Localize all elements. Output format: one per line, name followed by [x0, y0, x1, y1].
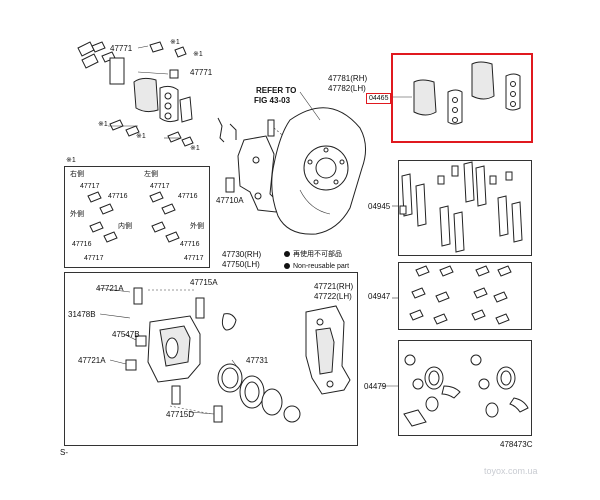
- label-piston: 47731: [246, 356, 269, 365]
- inset-outer: 外側: [70, 211, 84, 218]
- legend-en: Non-reusable part: [284, 262, 349, 272]
- seal-kit-drawing: [403, 354, 529, 427]
- label-boot: 47715D: [166, 410, 195, 419]
- label-refer-line1: REFER TO: [256, 86, 297, 95]
- pad-kit-highlight[interactable]: [391, 53, 533, 143]
- non-reusable-dot-icon: [284, 251, 290, 258]
- label-caliper-lh: 47750(LH): [222, 260, 260, 269]
- inset-note: ※1: [66, 157, 76, 164]
- dust-shield: [271, 107, 366, 235]
- clip-kit-drawing: [409, 265, 512, 325]
- label-caliper-rh: 47730(RH): [222, 250, 262, 259]
- label-shim-kit: 04945: [368, 202, 391, 211]
- label-bracket-rh: 47721(RH): [314, 282, 354, 291]
- inset-inner: 内側: [118, 223, 132, 230]
- legend-jp: 再使用不可部品: [284, 250, 342, 260]
- label-mark-1a: ※1: [170, 39, 180, 46]
- label-seal-kit: 04479: [364, 382, 387, 391]
- inset-part-1: 47717: [80, 183, 100, 190]
- label-mark-1d: ※1: [136, 133, 146, 140]
- label-mark-1c: ※1: [98, 121, 108, 128]
- label-clip-b: 47771: [190, 68, 213, 77]
- label-bolt: 31478B: [68, 310, 96, 319]
- inset-part-7: 47716: [180, 241, 200, 248]
- label-bushing: 47715A: [190, 278, 218, 287]
- caliper-bracket-drawing: [305, 305, 351, 395]
- non-reusable-dot-icon: [284, 263, 290, 270]
- clip-kit-box: [398, 262, 532, 330]
- seal-kit-box: [398, 340, 532, 436]
- label-shield-lh: 47782(LH): [328, 84, 366, 93]
- pad-kit-drawing: [413, 61, 521, 125]
- inset-part-3: 47717: [150, 183, 170, 190]
- shim-kit-box: [398, 160, 532, 256]
- brake-pads-left: [133, 77, 193, 123]
- inset-clips-drawing: [87, 191, 180, 243]
- label-bleeder-bottom: 47721A: [78, 356, 106, 365]
- figure-number: 478473C: [500, 440, 533, 449]
- label-clip-a: 47771: [110, 44, 133, 53]
- label-shield-rh: 47781(RH): [328, 74, 368, 83]
- inset-box: [64, 166, 210, 268]
- s-mark: S-: [60, 448, 68, 457]
- label-bleeder-top: 47721A: [96, 284, 124, 293]
- inset-outer-2: 外側: [190, 223, 204, 230]
- inset-part-6: 47717: [84, 255, 104, 262]
- clip-group-top-left: [77, 41, 194, 147]
- inset-part-2: 47716: [108, 193, 128, 200]
- inset-header-left: 左側: [144, 171, 158, 178]
- inset-part-8: 47717: [184, 255, 204, 262]
- label-clip-kit: 04947: [368, 292, 391, 301]
- label-mark-1e: ※1: [190, 145, 200, 152]
- caliper-assembly-box: [64, 272, 358, 446]
- legend-jp-text: 再使用不可部品: [293, 251, 342, 258]
- label-pin: 47547B: [112, 330, 140, 339]
- label-bracket-lh: 47722(LH): [314, 292, 352, 301]
- label-refer-line2: FIG 43-03: [254, 96, 291, 105]
- inset-part-5: 47716: [72, 241, 92, 248]
- caliper-drawing: [125, 287, 301, 423]
- legend-en-text: Non-reusable part: [293, 263, 350, 270]
- inset-part-4: 47716: [178, 193, 198, 200]
- watermark: toyox.com.ua: [484, 466, 538, 476]
- shim-kit-drawing: [399, 161, 523, 253]
- mounting-bracket: [217, 117, 301, 213]
- label-mounting: 47710A: [216, 196, 244, 205]
- inset-header-right: 右側: [70, 171, 84, 178]
- label-pad-kit[interactable]: 04465: [366, 93, 392, 104]
- label-mark-1b: ※1: [193, 51, 203, 58]
